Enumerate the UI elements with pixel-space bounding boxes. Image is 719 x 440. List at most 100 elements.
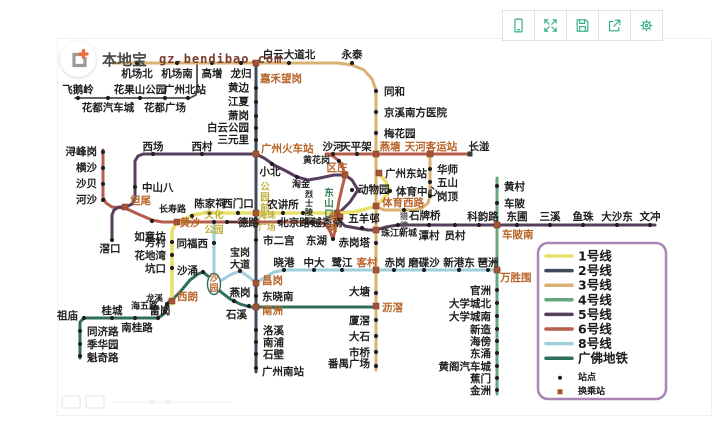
transfer-station-marker <box>168 297 176 305</box>
station-marker <box>494 183 500 189</box>
station-label: 沙涌 <box>177 264 198 277</box>
station-marker <box>359 225 365 231</box>
station-label: 鹭江 <box>332 256 353 269</box>
station-marker <box>169 265 175 271</box>
faded-partial-icons <box>61 395 230 409</box>
fullscreen-button[interactable] <box>534 10 567 41</box>
station-label: 白云大道北 <box>263 48 316 61</box>
station-marker <box>269 161 275 167</box>
station-marker <box>614 222 620 228</box>
station-marker <box>174 60 180 66</box>
station-marker <box>253 85 259 91</box>
station-label: 大石 <box>349 330 370 343</box>
station-label: 如意坊 <box>134 230 166 243</box>
station-label: 沥滘 <box>382 301 403 314</box>
station-label: 黄阁汽车城 <box>439 360 492 373</box>
station-label: 坑口 <box>145 262 166 275</box>
station-marker <box>427 193 433 199</box>
station-label: 动物园 <box>358 183 390 196</box>
station-label: 三溪 <box>540 210 561 223</box>
station-marker <box>253 125 259 131</box>
station-marker <box>246 303 252 309</box>
station-label: 广州北站 <box>164 83 206 96</box>
station-label: 西门口 <box>222 197 254 210</box>
station-label: 东涌 <box>470 347 491 360</box>
transfer-station-marker <box>372 266 380 274</box>
legend-label: 4号线 <box>578 292 612 307</box>
legend-label: 广佛地铁 <box>578 351 629 366</box>
station-marker <box>452 222 458 228</box>
station-label: 华师 <box>437 163 458 176</box>
station-label: 三元里 <box>218 134 250 146</box>
station-marker <box>339 267 345 273</box>
station-marker <box>387 188 393 194</box>
station-label: 飞鹅岭 <box>62 83 94 96</box>
station-marker <box>169 239 175 245</box>
legend-label: 1号线 <box>578 249 612 264</box>
bendibao-logo-icon <box>60 41 96 77</box>
transfer-station-marker <box>336 213 344 221</box>
station-label: 员村 <box>445 229 466 242</box>
station-label: 农讲所 <box>266 198 299 211</box>
station-label: 东山口 <box>324 187 334 220</box>
terminus-marker <box>467 151 473 157</box>
station-label: 雷岗 <box>150 304 171 317</box>
station-label: 北京路 <box>278 216 310 229</box>
station-marker <box>109 237 115 243</box>
station-label: 龙溪 <box>145 293 164 304</box>
settings-button[interactable] <box>630 10 663 41</box>
station-label: 体育西路 <box>382 196 424 209</box>
station-label: 珠江新城 <box>381 227 417 239</box>
station-marker <box>253 293 259 299</box>
station-marker <box>109 315 115 321</box>
station-label: 花都广场 <box>144 101 186 114</box>
station-label: 越秀南 <box>310 216 343 229</box>
legend-label: 2号线 <box>578 263 612 278</box>
station-marker <box>207 210 213 216</box>
station-label: 大沙东 <box>601 210 633 223</box>
station-label: 客村 <box>356 256 378 269</box>
legend-label: 5号线 <box>578 307 612 322</box>
station-marker <box>77 328 83 334</box>
station-label: 广州东站 <box>385 167 427 180</box>
station-marker <box>105 95 111 101</box>
station-label: 海珠广场 <box>258 210 276 233</box>
station-label: 杨箕 <box>327 212 337 234</box>
station-marker <box>132 184 138 190</box>
station-label: 西朗 <box>177 290 198 303</box>
station-marker <box>238 60 244 66</box>
station-marker <box>494 200 500 206</box>
legend-label: 3号线 <box>578 278 612 293</box>
share-button[interactable] <box>598 10 631 41</box>
station-marker <box>100 197 106 203</box>
station-marker <box>494 363 500 369</box>
station-label: 磨碟沙 <box>407 256 440 269</box>
save-button[interactable] <box>566 10 599 41</box>
station-marker <box>373 88 379 94</box>
station-label: 昌岗 <box>262 274 283 287</box>
station-marker <box>77 353 83 359</box>
station-label: 西场 <box>143 140 164 153</box>
station-marker <box>132 315 138 321</box>
station-label: 高增 <box>202 67 223 80</box>
station-marker <box>231 298 237 304</box>
station-label: 长湴 <box>469 140 490 153</box>
legend-label: 6号线 <box>578 322 612 337</box>
station-label: 东圃 <box>507 210 528 223</box>
station-marker <box>189 213 195 219</box>
station-marker <box>253 237 259 243</box>
station-label: 市桥 <box>349 346 370 359</box>
station-label: 横沙 <box>76 161 97 174</box>
station-label: 芳村 <box>145 236 166 249</box>
station-marker <box>253 365 259 371</box>
station-marker <box>311 267 317 273</box>
legend-square-marker <box>557 389 563 395</box>
map-toolbar <box>502 10 663 41</box>
station-marker <box>373 333 379 339</box>
station-marker <box>547 222 553 228</box>
transfer-station-marker <box>372 226 380 234</box>
legend-label: 8号线 <box>578 336 612 351</box>
site-logo: 本地宝 gz.bendibao.com <box>60 41 282 77</box>
mobile-view-button[interactable] <box>502 10 535 41</box>
